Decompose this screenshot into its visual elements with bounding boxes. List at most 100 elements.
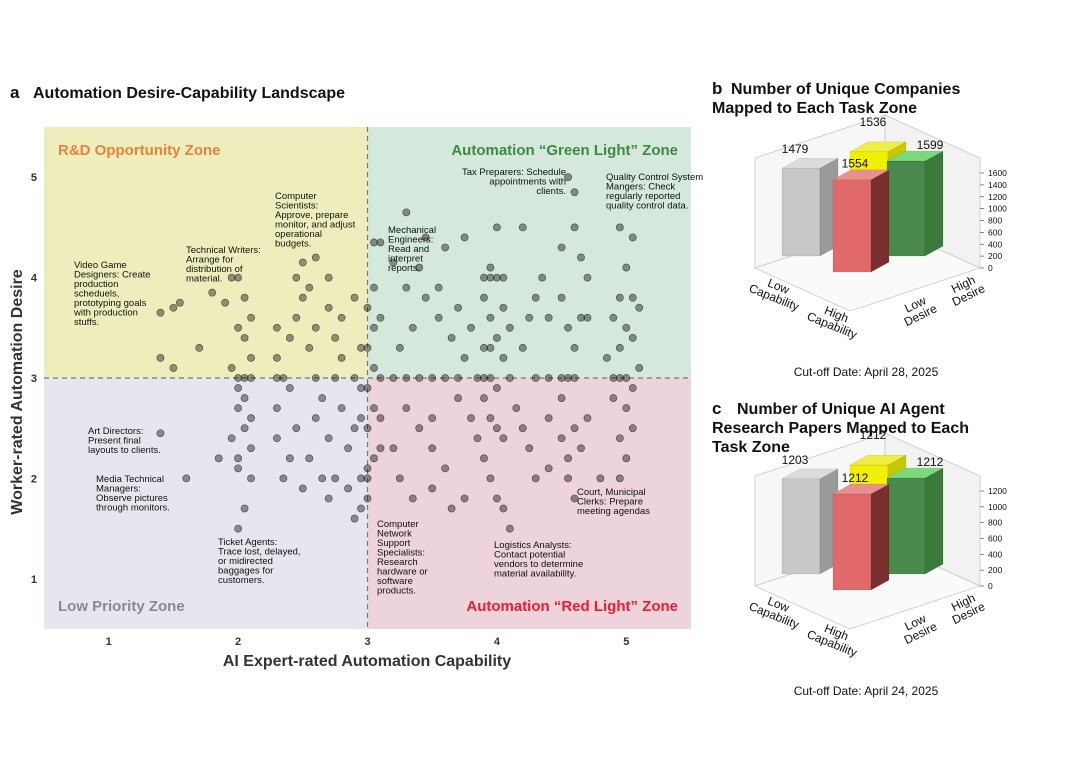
- ann-line: Read and: [388, 244, 429, 255]
- scatter-point: [234, 273, 242, 282]
- scatter-point: [311, 414, 320, 423]
- scatter-point: [615, 343, 624, 352]
- panel-a-title: Automation Desire-Capability Landscape: [33, 85, 345, 102]
- scatter-point: [480, 293, 488, 302]
- y-tick-label: 3: [31, 373, 37, 385]
- annotation-network-support: Computer Network Support Specialists: Re…: [377, 519, 428, 597]
- red-zone-background: [367, 378, 691, 629]
- scatter-point: [473, 434, 482, 443]
- ann-line: operational: [275, 229, 322, 240]
- ann-line: production: [74, 279, 118, 290]
- scatter-point: [564, 173, 572, 182]
- scatter-point: [441, 374, 450, 382]
- scatter-point: [370, 364, 378, 372]
- scatter-point: [428, 444, 437, 453]
- panel-c-title-line: Number of Unique AI Agent: [737, 401, 945, 418]
- ann-line: quality control data.: [606, 201, 688, 212]
- annotation-video-game: Video Game Designers: Create production …: [73, 260, 151, 328]
- scatter-point: [305, 343, 314, 352]
- scatter-point: [564, 474, 572, 483]
- scatter-point: [480, 343, 488, 352]
- scatter-point: [402, 283, 411, 292]
- scatter-point: [376, 313, 385, 322]
- scatter-point: [615, 293, 624, 302]
- scatter-point: [492, 384, 501, 392]
- scatter-point: [234, 404, 242, 413]
- scatter-point: [512, 404, 521, 413]
- scatter-point: [285, 333, 294, 342]
- ann-line: vendors to determine: [494, 559, 583, 570]
- scatter-point: [298, 484, 307, 493]
- ann-line: through monitors.: [96, 503, 170, 514]
- scatter-point: [577, 313, 585, 322]
- scatter-point: [454, 394, 462, 402]
- scatter-point: [376, 374, 385, 382]
- panel-b-title-line: Mapped to Each Task Zone: [712, 100, 917, 117]
- scatter-point: [544, 374, 553, 382]
- scatter-point: [408, 494, 417, 503]
- scatter-point: [182, 474, 191, 483]
- scatter-point: [615, 474, 624, 483]
- x-axis-ticks: 1 2 3 4 5: [106, 636, 630, 648]
- scatter-point: [292, 424, 301, 433]
- scatter-point: [525, 313, 534, 322]
- scatter-point: [402, 208, 411, 217]
- scatter-point: [570, 374, 579, 382]
- ann-line: Approve, prepare: [275, 210, 348, 221]
- bar-high-cap-high-desire-value-label: 1212: [860, 428, 887, 442]
- scatter-point: [531, 293, 540, 302]
- scatter-point: [156, 308, 165, 317]
- scatter-point: [609, 394, 618, 402]
- scatter-points: [156, 173, 644, 533]
- scatter-point: [622, 454, 631, 463]
- scatter-point: [518, 223, 527, 232]
- scatter-point: [499, 354, 508, 362]
- scatter-point: [622, 374, 631, 382]
- ann-line: appointments with: [489, 177, 566, 188]
- scatter-point: [279, 474, 288, 483]
- ann-line: customers.: [218, 575, 264, 586]
- ann-line: Video Game: [74, 260, 127, 271]
- scatter-point: [486, 273, 495, 282]
- z-tick-label: 800: [988, 216, 1002, 226]
- scatter-point: [628, 233, 637, 242]
- scatter-point: [305, 283, 314, 292]
- z-tick-label: 1400: [988, 180, 1007, 190]
- scatter-point: [240, 333, 249, 342]
- green-zone-title: Automation “Green Light” Zone: [451, 142, 678, 159]
- y-axis-ticks: 1 2 3 4 5: [31, 172, 38, 586]
- z-tick-label: 600: [988, 227, 1002, 237]
- ann-line: prototyping goals: [74, 298, 147, 309]
- scatter-point: [454, 303, 462, 312]
- scatter-point: [273, 404, 281, 413]
- panel-c: c Number of Unique AI Agent Research Pap…: [712, 399, 1007, 698]
- scatter-point: [557, 243, 566, 252]
- scatter-point: [499, 303, 508, 312]
- scatter-point: [285, 454, 294, 463]
- z-tick-label: 800: [988, 518, 1002, 528]
- scatter-point: [324, 434, 333, 443]
- scatter-point: [564, 374, 572, 382]
- scatter-point: [298, 293, 307, 302]
- scatter-point: [557, 374, 566, 382]
- scatter-point: [622, 323, 631, 332]
- ann-line: Clerks: Prepare: [577, 497, 643, 508]
- scatter-point: [169, 364, 178, 372]
- scatter-point: [583, 313, 592, 322]
- ann-line: Court, Municipal: [577, 487, 646, 498]
- scatter-point: [247, 354, 255, 362]
- z-tick-label: 200: [988, 565, 1002, 575]
- scatter-point: [544, 414, 553, 423]
- scatter-point: [518, 343, 527, 352]
- scatter-point: [324, 494, 333, 503]
- bar-high-cap-low-desire-top: [886, 150, 944, 162]
- scatter-point: [370, 238, 378, 247]
- scatter-point: [505, 323, 514, 332]
- scatter-point: [460, 354, 469, 362]
- scatter-point: [324, 303, 333, 312]
- y-tick-label: 5: [31, 172, 37, 184]
- annotation-court-clerks: Court, Municipal Clerks: Prepare meeting…: [577, 487, 650, 517]
- scatter-point: [350, 514, 359, 523]
- x-tick-label: 2: [235, 636, 241, 648]
- scatter-point: [305, 454, 314, 463]
